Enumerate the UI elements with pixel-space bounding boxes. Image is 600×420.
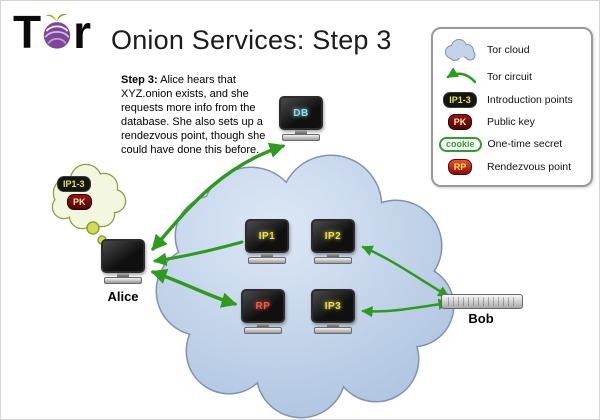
thought-public-key-badge: PK — [67, 194, 92, 211]
rp-screen-label: RP — [255, 300, 271, 312]
legend-row-tor-circuit: Tor circuit — [439, 67, 585, 86]
intro-points-badge: IP1-3 — [443, 91, 477, 108]
legend-label: Tor circuit — [487, 70, 532, 83]
bob-label: Bob — [468, 311, 494, 326]
legend-row-one-time-secret: cookie One-time secret — [439, 136, 585, 153]
rendezvous-point-badge: RP — [447, 158, 473, 175]
computer-rp: RP — [235, 289, 291, 334]
computer-alice: Alice — [95, 239, 151, 304]
arrow-alice-db — [151, 142, 286, 251]
legend-row-introduction-points: IP1-3 Introduction points — [439, 91, 585, 108]
keyboard — [244, 327, 282, 334]
arrow-bob-ip2 — [361, 245, 450, 298]
legend-row-public-key: PK Public key — [439, 114, 585, 131]
step-note-prefix: Step 3: — [121, 74, 158, 86]
ip3-monitor: IP3 — [311, 289, 355, 323]
ip1-screen-label: IP1 — [258, 230, 276, 242]
db-monitor: DB — [279, 96, 323, 130]
cookie-badge: cookie — [439, 136, 482, 153]
legend-label: Tor cloud — [487, 44, 530, 57]
rp-monitor: RP — [241, 289, 285, 323]
ip3-screen-label: IP3 — [324, 300, 342, 312]
circuit-arrows — [150, 142, 450, 318]
tor-cloud-shape — [155, 154, 455, 419]
ip1-monitor: IP1 — [245, 219, 289, 253]
keyboard — [248, 257, 286, 264]
arrow-alice-rp — [150, 269, 238, 308]
step-note-body: Alice hears that XYZ.onion exists, and s… — [121, 74, 266, 157]
keyboard — [314, 257, 352, 264]
server-ridges — [448, 297, 516, 306]
ip2-monitor: IP2 — [311, 219, 355, 253]
db-screen-label: DB — [293, 107, 309, 119]
tor-cloud-icon — [439, 39, 481, 62]
legend-row-tor-cloud: Tor cloud — [439, 39, 585, 62]
thought-intro-points-badge: IP1-3 — [57, 176, 91, 193]
arrow-bob-ip3 — [361, 298, 450, 318]
bob-server — [441, 294, 523, 309]
public-key-badge: PK — [447, 114, 473, 131]
computer-ip2: IP2 — [305, 219, 361, 264]
page-title: Onion Services: Step 3 — [111, 25, 392, 55]
ip2-screen-label: IP2 — [324, 230, 342, 242]
tor-logo: T r — [13, 5, 92, 58]
computer-ip1: IP1 — [239, 219, 295, 264]
alice-monitor — [101, 239, 145, 273]
tor-logo-letter-t: T — [13, 5, 42, 58]
keyboard — [282, 134, 320, 141]
alice-label: Alice — [107, 289, 139, 304]
step-note: Step 3: Alice hears that XYZ.onion exist… — [121, 73, 273, 157]
legend-label: One-time secret — [487, 138, 563, 151]
arrow-ip1-alice — [152, 240, 244, 267]
tor-logo-letter-r: r — [73, 5, 92, 58]
tor-circuit-icon — [439, 67, 481, 86]
computer-ip3: IP3 — [305, 289, 361, 334]
legend-row-rendezvous-point: RP Rendezvous point — [439, 158, 585, 175]
keyboard — [104, 277, 142, 284]
legend-label: Public key — [487, 116, 535, 129]
legend-label: Introduction points — [487, 93, 573, 106]
legend-label: Rendezvous point — [487, 160, 572, 173]
legend-box: Tor cloud Tor circuit IP1-3 Introduction… — [431, 27, 593, 187]
keyboard — [314, 327, 352, 334]
thought-trail-bubble — [86, 221, 100, 235]
computer-db: DB — [273, 96, 329, 141]
onion-logo-icon — [43, 13, 71, 49]
